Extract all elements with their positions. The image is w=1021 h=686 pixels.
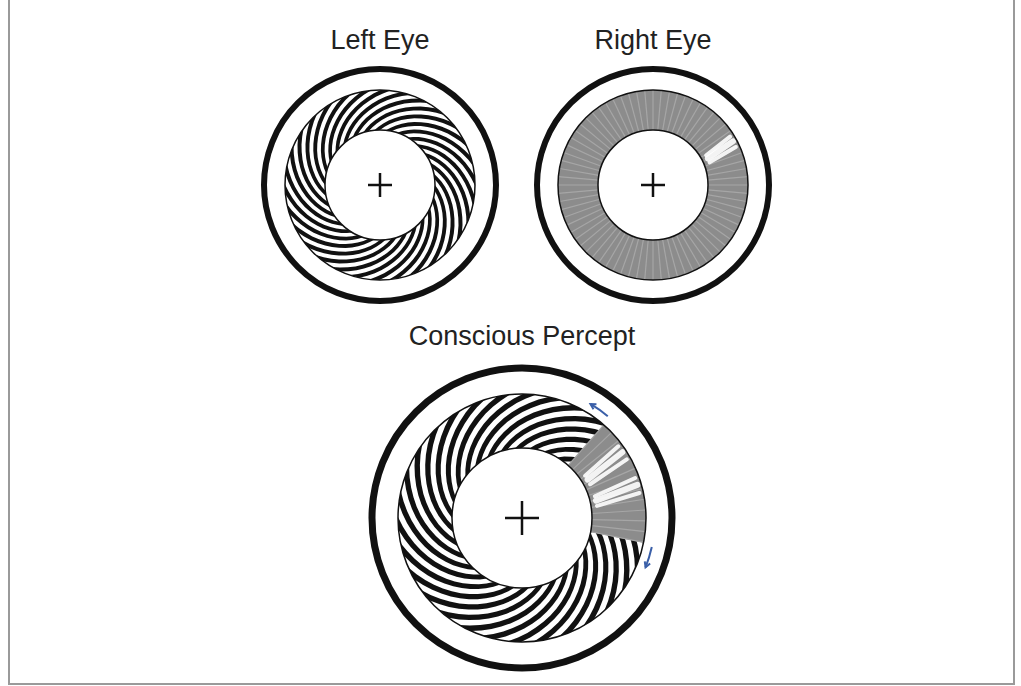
gray-grating xyxy=(558,90,748,280)
fixation-cross xyxy=(652,173,655,197)
grating-line xyxy=(667,93,677,132)
spiral-stripe xyxy=(430,163,462,242)
percept-grating xyxy=(372,368,672,668)
grating-line xyxy=(558,177,598,180)
grating-line xyxy=(621,96,635,134)
grating-edge xyxy=(285,90,475,280)
grating-line xyxy=(676,235,693,271)
spread-arrow xyxy=(590,404,607,416)
grating-line xyxy=(705,204,743,218)
fixation-cross xyxy=(379,173,382,197)
grating-line xyxy=(708,184,748,185)
view-heading: Left Eye xyxy=(246,24,514,56)
grating-line xyxy=(652,240,653,280)
grating-line xyxy=(645,90,648,130)
inner-disc xyxy=(325,130,435,240)
eye-ring xyxy=(264,69,496,301)
grating-line xyxy=(613,99,630,135)
grating-line xyxy=(672,237,686,275)
spiral-stripe xyxy=(434,174,455,257)
grating-line xyxy=(561,160,600,170)
grating-line xyxy=(701,138,736,158)
grating-line xyxy=(564,153,602,167)
right-eye-grating xyxy=(537,69,769,301)
grating-line xyxy=(645,240,648,280)
percept-ring xyxy=(372,368,672,668)
inner-disc xyxy=(452,448,592,588)
grating-edge xyxy=(558,90,748,280)
left-eye-grating xyxy=(264,69,496,301)
eye-view: Right Eye xyxy=(519,24,787,314)
grating-line xyxy=(663,239,670,278)
grating-line xyxy=(628,238,638,277)
target-patch xyxy=(597,493,639,506)
grating-ground xyxy=(285,90,475,280)
grating-edge xyxy=(398,394,646,642)
grating-line xyxy=(652,90,653,130)
spread-arrow xyxy=(646,547,652,567)
grating-line xyxy=(706,199,745,209)
eye-ring xyxy=(537,69,769,301)
grating-line xyxy=(561,199,600,209)
grating-line xyxy=(567,208,603,225)
grating-line xyxy=(658,240,661,280)
grating-line xyxy=(558,190,598,193)
fixation-cross xyxy=(521,501,524,535)
view-heading: Conscious Percept xyxy=(348,320,696,352)
grating-line xyxy=(564,204,602,218)
target-patch xyxy=(590,459,627,484)
eye-view: Conscious Percept xyxy=(348,320,696,680)
inner-disc xyxy=(598,130,708,240)
grating-line xyxy=(558,184,598,185)
grating-line xyxy=(708,190,748,193)
grating-ground xyxy=(398,394,646,642)
view-heading: Right Eye xyxy=(519,24,787,56)
spread-arrow-head xyxy=(590,404,596,409)
grating-line xyxy=(559,195,598,202)
grating-line xyxy=(658,90,661,130)
grating-line xyxy=(637,91,644,130)
grating-line xyxy=(592,526,646,532)
grating-line xyxy=(667,238,677,277)
grating-line xyxy=(621,237,635,275)
grating-line xyxy=(707,195,746,202)
frame xyxy=(9,0,1014,684)
target-patch xyxy=(710,147,736,162)
eye-view: Left Eye xyxy=(246,24,514,314)
grating-line xyxy=(591,532,644,543)
grating-line xyxy=(559,169,598,176)
grating-line xyxy=(663,91,670,130)
grating-line xyxy=(628,93,638,132)
grating-line xyxy=(637,239,644,278)
grating-line xyxy=(672,96,686,134)
grating-line xyxy=(592,510,646,513)
grating-line xyxy=(707,169,746,176)
grating-line xyxy=(592,520,646,521)
spread-arrow-head xyxy=(645,561,650,567)
grating-line xyxy=(708,177,748,180)
